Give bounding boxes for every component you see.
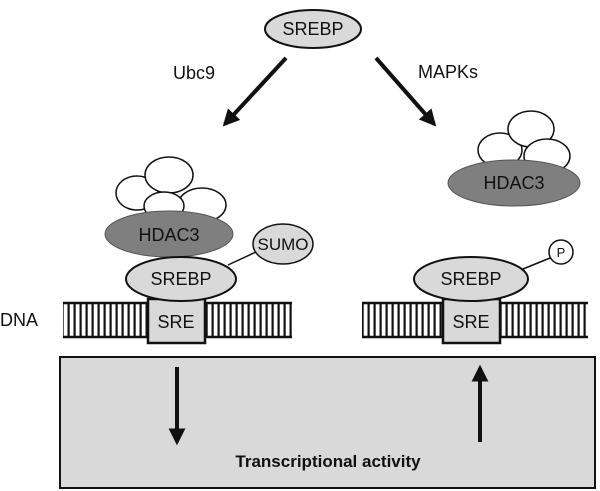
phosphate-label: P: [557, 245, 566, 260]
left-sumo-linker: [227, 251, 257, 266]
sumo-label: SUMO: [258, 235, 309, 254]
transcriptional-activity-label: Transcriptional activity: [235, 452, 421, 471]
phosphate-tag: P: [548, 239, 574, 265]
right-srebp-label: SREBP: [440, 269, 501, 289]
dna-label: DNA: [0, 310, 38, 330]
sumo-tag: SUMO: [252, 223, 314, 265]
mapks-arrow: [374, 56, 437, 127]
right-sre-label: SRE: [452, 312, 489, 332]
transcription-box: Transcriptional activity: [59, 356, 596, 489]
ubc9-label: Ubc9: [173, 63, 215, 83]
left-srebp: SREBP: [125, 256, 237, 302]
left-srebp-label: SREBP: [150, 269, 211, 289]
right-sre-box: SRE: [441, 297, 502, 345]
right-hdac3-label: HDAC3: [483, 173, 544, 193]
ubc9-arrow: [222, 56, 288, 127]
right-srebp: SREBP: [413, 256, 529, 302]
left-hdac3-label: HDAC3: [138, 225, 199, 245]
right-phospho-linker: [522, 257, 551, 270]
top-srebp-node: SREBP: [264, 9, 362, 49]
top-srebp-label: SREBP: [282, 19, 343, 39]
mapks-label: MAPKs: [418, 62, 478, 82]
left-sre-label: SRE: [157, 312, 194, 332]
left-sre-box: SRE: [146, 297, 207, 345]
right-hdac3: HDAC3: [447, 159, 581, 207]
left-hdac3: HDAC3: [104, 210, 234, 258]
